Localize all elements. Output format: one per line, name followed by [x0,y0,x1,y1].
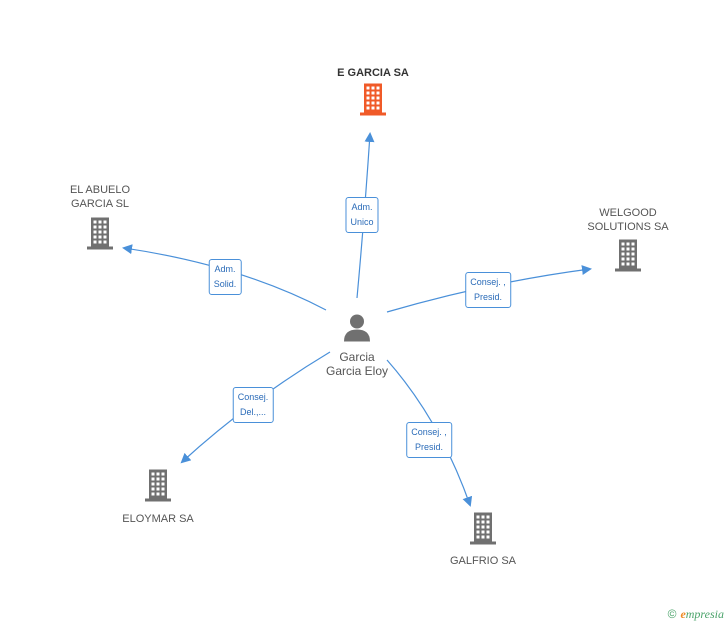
company-node-eloymar[interactable] [142,469,174,508]
person-label[interactable]: Garcia Garcia Eloy [325,350,389,378]
company-label-el-abuelo[interactable]: EL ABUELO GARCIA SL [69,184,131,210]
edge-label-el-abuelo[interactable]: Adm. Solid. [208,259,242,295]
company-label-welgood[interactable]: WELGOOD SOLUTIONS SA [587,207,669,233]
company-label-galfrio[interactable]: GALFRIO SA [449,555,517,567]
edge-label-galfrio[interactable]: Consej. , Presid. [406,422,452,458]
edge-label-welgood[interactable]: Consej. , Presid. [465,272,511,308]
edge-label-e-garcia[interactable]: Adm. Unico [345,197,379,233]
person-node[interactable] [343,313,371,348]
company-node-el-abuelo[interactable] [84,217,116,256]
building-icon [360,83,386,116]
brand-initial: e [680,607,686,621]
building-icon [145,469,171,502]
person-icon [344,314,370,342]
company-node-e-garcia[interactable] [357,83,389,122]
empresia-watermark: ©empresia [668,607,724,622]
company-node-galfrio[interactable] [467,512,499,551]
building-icon [470,512,496,545]
building-icon [615,239,641,272]
company-label-eloymar[interactable]: ELOYMAR SA [122,513,194,525]
company-node-welgood[interactable] [612,239,644,278]
copyright-symbol: © [667,607,677,621]
edge-label-eloymar[interactable]: Consej. Del.,... [232,387,274,423]
brand-name: mpresia [685,607,724,621]
building-icon [87,217,113,250]
company-label-e-garcia[interactable]: E GARCIA SA [337,67,409,79]
